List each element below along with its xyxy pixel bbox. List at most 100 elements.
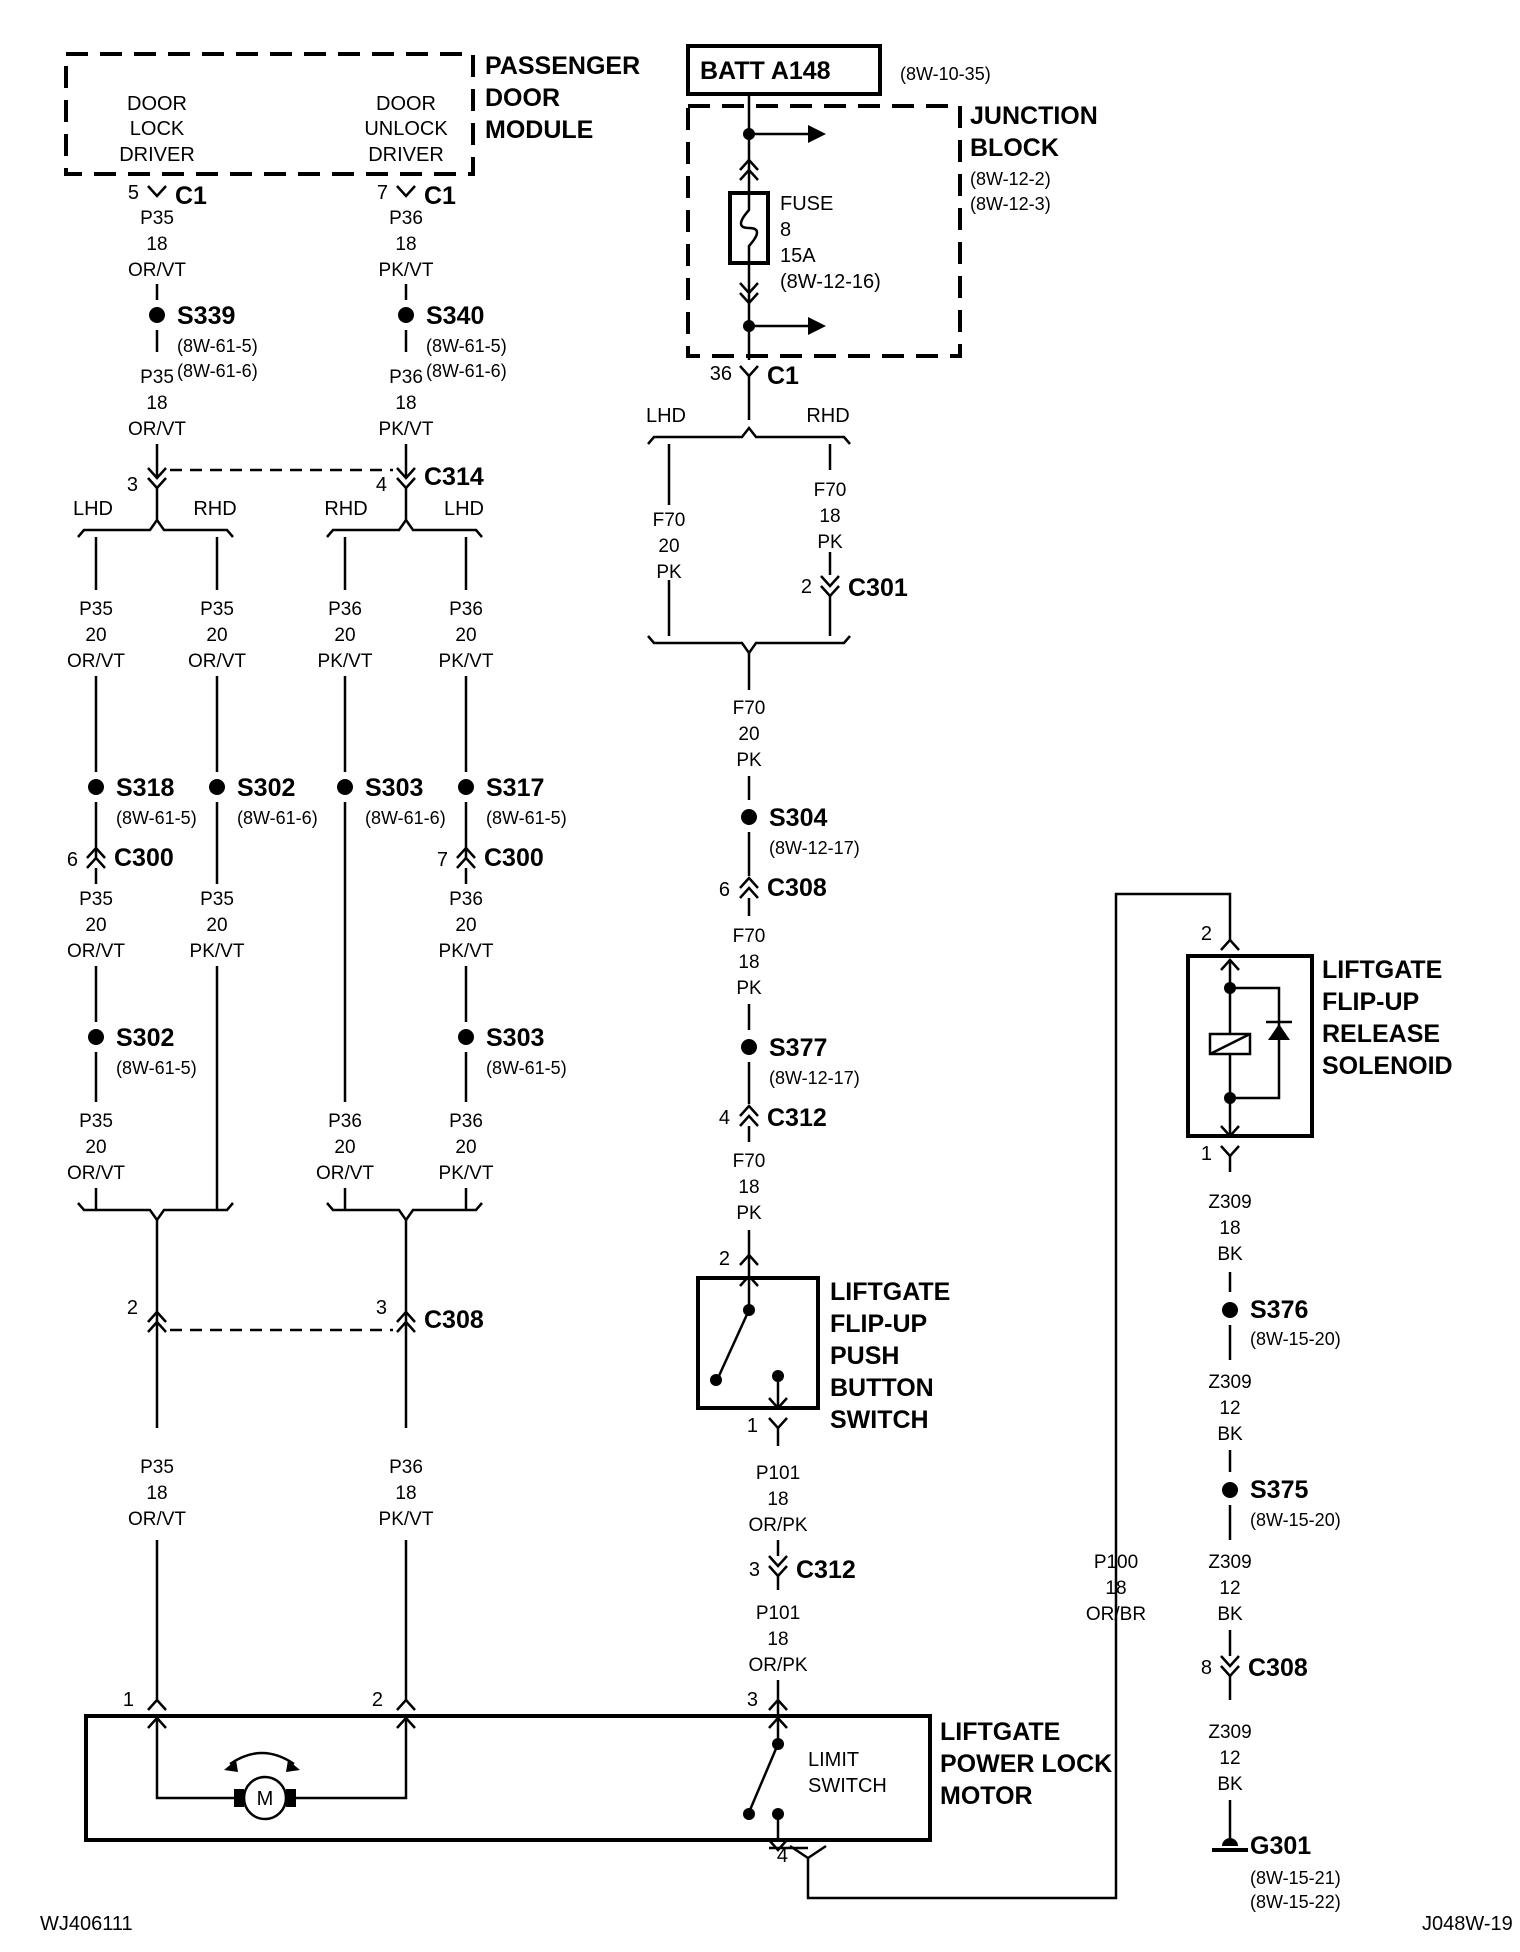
svg-text:F70: F70: [814, 480, 847, 501]
svg-text:PK: PK: [736, 1203, 762, 1224]
wire-label-b4-lower: P36 20 PK/VT: [439, 889, 494, 962]
liftgate-flip-up-push-button-switch: 2 LIFTGATE FLIP-UP PUSH BUTTON SWITCH: [696, 1248, 950, 1434]
wire-label-b1-bottom: P35 20 OR/VT: [67, 1111, 125, 1184]
svg-text:18: 18: [146, 393, 167, 414]
svg-text:(8W-12-2): (8W-12-2): [970, 169, 1051, 189]
svg-text:P36: P36: [449, 599, 483, 620]
svg-text:DRIVER: DRIVER: [368, 144, 444, 166]
splice-s304: S304 (8W-12-17): [741, 804, 860, 858]
svg-text:12: 12: [1219, 1748, 1240, 1769]
svg-text:18: 18: [1219, 1218, 1240, 1239]
svg-text:P35: P35: [79, 599, 113, 620]
motor-pin1: 1: [123, 1689, 167, 1711]
motor-symbol: M: [242, 1775, 288, 1821]
wire-label-b3: P36 20 PK/VT: [318, 599, 373, 672]
wire-label-z309-18: Z309 18 BK: [1208, 1192, 1251, 1265]
wire-label-b2: P35 20 OR/VT: [188, 599, 246, 672]
svg-text:(8W-12-17): (8W-12-17): [769, 1068, 860, 1088]
splice-s318: S318 (8W-61-5): [88, 774, 197, 828]
svg-text:18: 18: [395, 1483, 416, 1504]
svg-text:LIFTGATE: LIFTGATE: [940, 1718, 1060, 1746]
svg-text:20: 20: [85, 625, 106, 646]
merge-brace-f70: [647, 635, 851, 656]
svg-text:JUNCTION: JUNCTION: [970, 102, 1098, 130]
svg-text:PK/VT: PK/VT: [379, 1509, 434, 1530]
svg-text:FLIP-UP: FLIP-UP: [830, 1310, 927, 1338]
svg-text:LHD: LHD: [73, 498, 113, 520]
splice-s303-a: S303 (8W-61-6): [337, 774, 446, 828]
svg-text:20: 20: [206, 625, 227, 646]
svg-text:18: 18: [146, 1483, 167, 1504]
svg-text:C308: C308: [767, 874, 827, 902]
svg-text:SOLENOID: SOLENOID: [1322, 1052, 1453, 1080]
svg-text:20: 20: [658, 536, 679, 557]
svg-text:PASSENGER: PASSENGER: [485, 52, 640, 80]
branch-brace-p35: LHD RHD: [73, 498, 237, 538]
svg-text:1: 1: [747, 1415, 758, 1437]
svg-text:18: 18: [767, 1489, 788, 1510]
splice-s339: S339 (8W-61-5) (8W-61-6): [149, 302, 258, 381]
svg-text:OR/PK: OR/PK: [748, 1515, 807, 1536]
svg-text:OR/VT: OR/VT: [128, 419, 186, 440]
svg-text:2: 2: [127, 1297, 138, 1319]
svg-text:18: 18: [738, 952, 759, 973]
svg-text:18: 18: [1105, 1578, 1126, 1599]
svg-text:OR/VT: OR/VT: [67, 1163, 125, 1184]
svg-text:(8W-61-6): (8W-61-6): [177, 361, 258, 381]
svg-text:C308: C308: [1248, 1654, 1308, 1682]
svg-text:Z309: Z309: [1208, 1552, 1251, 1573]
switch-pin1: 1: [747, 1415, 788, 1437]
svg-text:PK/VT: PK/VT: [439, 651, 494, 672]
svg-text:6: 6: [719, 879, 730, 901]
svg-text:8: 8: [1201, 1657, 1212, 1679]
svg-text:20: 20: [455, 1137, 476, 1158]
svg-text:2: 2: [372, 1689, 383, 1711]
svg-text:2: 2: [801, 576, 812, 598]
wire-label-p35-top: P35 18 OR/VT: [128, 208, 186, 281]
svg-text:(8W-15-21): (8W-15-21): [1250, 1868, 1341, 1888]
svg-text:DRIVER: DRIVER: [119, 144, 195, 166]
solenoid-pin1: 1: [1201, 1143, 1240, 1165]
svg-text:20: 20: [455, 915, 476, 936]
connector-c301: 2 C301: [801, 574, 908, 602]
connector-c312-pin4: 4 C312: [719, 1104, 827, 1132]
wire-label-f70-main: F70 20 PK: [733, 698, 766, 771]
svg-text:18: 18: [738, 1177, 759, 1198]
svg-text:OR/VT: OR/VT: [316, 1163, 374, 1184]
svg-text:LIMIT: LIMIT: [808, 1749, 859, 1771]
svg-text:3: 3: [749, 1559, 760, 1581]
svg-text:PUSH: PUSH: [830, 1342, 899, 1370]
svg-text:C300: C300: [114, 844, 174, 872]
svg-text:BATT A148: BATT A148: [700, 57, 831, 85]
svg-text:(8W-12-3): (8W-12-3): [970, 194, 1051, 214]
svg-text:PK: PK: [817, 532, 843, 553]
splice-s303-b: S303 (8W-61-5): [458, 1024, 567, 1078]
svg-text:S340: S340: [426, 302, 484, 330]
wire-label-f70-18b: F70 18 PK: [733, 1151, 766, 1224]
liftgate-flip-up-release-solenoid: 2 LIFTGATE FLIP-UP RELEASE SOLENOID: [1186, 923, 1453, 1138]
svg-text:20: 20: [334, 625, 355, 646]
svg-text:3: 3: [747, 1689, 758, 1711]
splice-s376: S376 (8W-15-20): [1222, 1296, 1341, 1349]
svg-text:C1: C1: [767, 362, 799, 390]
svg-text:P100: P100: [1094, 1552, 1138, 1573]
svg-text:RHD: RHD: [324, 498, 367, 520]
svg-text:C308: C308: [424, 1306, 484, 1334]
motor-pin2: 2: [372, 1689, 416, 1711]
svg-text:FLIP-UP: FLIP-UP: [1322, 988, 1419, 1016]
svg-text:18: 18: [395, 234, 416, 255]
connector-c1-pin36: 36 C1: [710, 362, 799, 390]
svg-text:S317: S317: [486, 774, 544, 802]
svg-text:18: 18: [767, 1629, 788, 1650]
svg-text:Z309: Z309: [1208, 1722, 1251, 1743]
svg-text:BK: BK: [1217, 1244, 1243, 1265]
svg-text:(8W-12-16): (8W-12-16): [780, 271, 881, 293]
svg-text:(8W-61-6): (8W-61-6): [237, 808, 318, 828]
svg-text:8: 8: [780, 219, 791, 241]
svg-text:C312: C312: [767, 1104, 827, 1132]
svg-text:RHD: RHD: [193, 498, 236, 520]
svg-text:MOTOR: MOTOR: [940, 1782, 1033, 1810]
wire-label-z309-12a: Z309 12 BK: [1208, 1372, 1251, 1445]
svg-text:18: 18: [819, 506, 840, 527]
svg-text:DOOR: DOOR: [376, 93, 436, 115]
